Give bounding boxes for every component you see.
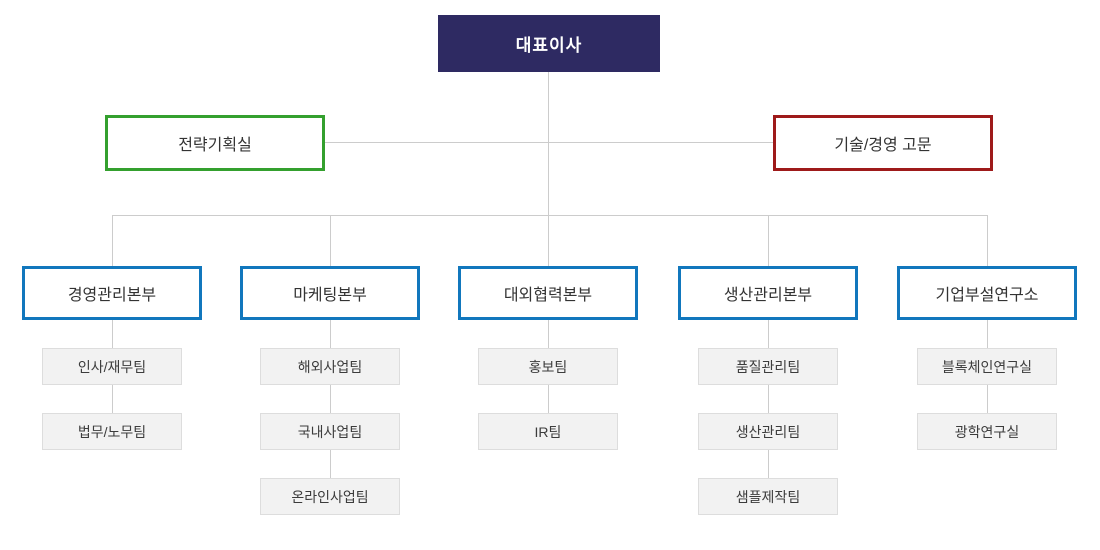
connector-division-row — [112, 215, 987, 216]
team-box-ir: IR팀 — [478, 413, 618, 450]
ceo-label: 대표이사 — [515, 36, 583, 55]
team-online-label: 온라인사업팀 — [291, 488, 369, 505]
connector-branch-3 — [548, 266, 549, 413]
team-box-production-mgmt: 생산관리팀 — [698, 413, 838, 450]
team-overseas-label: 해외사업팀 — [297, 358, 363, 375]
team-pr-label: 홍보팀 — [528, 358, 568, 375]
team-domestic-label: 국내사업팀 — [297, 423, 363, 440]
division-production-label: 생산관리본부 — [723, 287, 813, 304]
connector-drop-2 — [330, 215, 331, 266]
team-box-blockchain: 블록체인연구실 — [917, 348, 1057, 385]
division-box-external-relations: 대외협력본부 — [458, 266, 638, 320]
team-legal-labor-label: 법무/노무팀 — [77, 423, 147, 440]
team-box-sample: 샘플제작팀 — [698, 478, 838, 515]
division-box-management: 경영관리본부 — [22, 266, 202, 320]
branch-marketing: 마케팅본부 해외사업팀 국내사업팀 온라인사업팀 — [240, 266, 420, 515]
branch-research: 기업부설연구소 블록체인연구실 광학연구실 — [897, 266, 1077, 450]
team-hr-finance-label: 인사/재무팀 — [77, 358, 147, 375]
team-production-mgmt-label: 생산관리팀 — [735, 423, 801, 440]
team-optics-label: 광학연구실 — [954, 423, 1020, 440]
branch-external-relations: 대외협력본부 홍보팀 IR팀 — [458, 266, 638, 450]
connector-branch-1 — [112, 266, 113, 413]
staff-advisor-label: 기술/경영 고문 — [834, 137, 932, 154]
division-box-marketing: 마케팅본부 — [240, 266, 420, 320]
connector-drop-3 — [548, 215, 549, 266]
team-blockchain-label: 블록체인연구실 — [941, 358, 1033, 375]
division-management-label: 경영관리본부 — [67, 287, 157, 304]
division-box-production: 생산관리본부 — [678, 266, 858, 320]
team-box-domestic: 국내사업팀 — [260, 413, 400, 450]
team-box-quality: 품질관리팀 — [698, 348, 838, 385]
connector-drop-5 — [987, 215, 988, 266]
connector-staff-row — [325, 142, 773, 143]
team-box-legal-labor: 법무/노무팀 — [42, 413, 182, 450]
staff-strategy-label: 전략기획실 — [178, 137, 252, 154]
team-sample-label: 샘플제작팀 — [735, 488, 801, 505]
division-research-label: 기업부설연구소 — [935, 287, 1039, 304]
branch-management: 경영관리본부 인사/재무팀 법무/노무팀 — [22, 266, 202, 450]
connector-branch-5 — [987, 266, 988, 413]
team-box-hr-finance: 인사/재무팀 — [42, 348, 182, 385]
division-external-label: 대외협력본부 — [503, 287, 593, 304]
staff-box-strategy: 전략기획실 — [105, 115, 325, 171]
division-marketing-label: 마케팅본부 — [293, 287, 367, 304]
division-box-research: 기업부설연구소 — [897, 266, 1077, 320]
staff-box-advisor: 기술/경영 고문 — [773, 115, 993, 171]
branch-production: 생산관리본부 품질관리팀 생산관리팀 샘플제작팀 — [678, 266, 858, 515]
team-box-pr: 홍보팀 — [478, 348, 618, 385]
team-box-online: 온라인사업팀 — [260, 478, 400, 515]
team-quality-label: 품질관리팀 — [735, 358, 801, 375]
team-ir-label: IR팀 — [534, 423, 562, 440]
connector-ceo-trunk — [548, 72, 549, 215]
ceo-box: 대표이사 — [438, 15, 660, 72]
team-box-optics: 광학연구실 — [917, 413, 1057, 450]
connector-drop-1 — [112, 215, 113, 266]
team-box-overseas: 해외사업팀 — [260, 348, 400, 385]
connector-drop-4 — [768, 215, 769, 266]
